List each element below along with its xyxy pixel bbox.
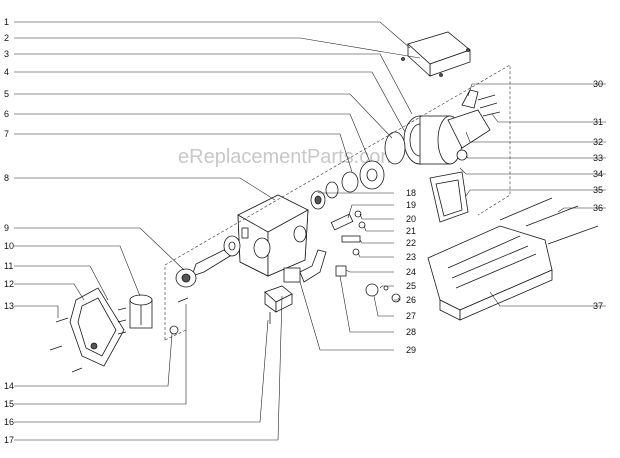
callout-33: 33 xyxy=(593,153,603,163)
callout-17: 17 xyxy=(4,435,14,445)
motor-top-cover xyxy=(401,31,471,77)
callout-22: 22 xyxy=(406,238,416,248)
callout-15: 15 xyxy=(4,399,14,409)
callout-18: 18 xyxy=(406,188,416,198)
through-rods xyxy=(499,197,599,245)
callout-9: 9 xyxy=(4,223,9,233)
valve-block xyxy=(264,285,293,324)
callout-2: 2 xyxy=(4,33,9,43)
callout-25: 25 xyxy=(406,281,416,291)
callout-31: 31 xyxy=(593,117,603,127)
motor-end-bell xyxy=(429,171,469,223)
cap-screws xyxy=(49,297,189,373)
callouts-right: 30 31 32 33 34 35 36 37 xyxy=(593,79,603,311)
callout-23: 23 xyxy=(406,252,416,262)
callout-7: 7 xyxy=(4,129,9,139)
connecting-rod xyxy=(175,235,241,288)
front-end-cap xyxy=(69,287,125,367)
callouts-left: 1 2 3 4 5 6 7 8 9 10 11 12 13 14 15 16 1… xyxy=(4,17,14,445)
assembly-guides xyxy=(164,64,511,341)
watermark-text: eReplacementParts.com xyxy=(178,146,397,168)
callout-5: 5 xyxy=(4,89,9,99)
callout-19: 19 xyxy=(406,200,416,210)
callout-11: 11 xyxy=(4,261,13,271)
callout-12: 12 xyxy=(4,279,14,289)
callout-36: 36 xyxy=(593,203,603,213)
elbow-fitting xyxy=(283,249,327,283)
pump-bracket xyxy=(129,294,153,329)
callouts-middle: 18 19 20 21 22 23 24 25 26 27 28 29 xyxy=(406,188,416,355)
small-hardware xyxy=(330,210,401,303)
motor-assembly xyxy=(403,89,501,165)
callout-24: 24 xyxy=(406,267,416,277)
gear-housing xyxy=(237,194,309,277)
callout-34: 34 xyxy=(593,169,603,179)
seal-rings xyxy=(310,131,406,210)
callout-6: 6 xyxy=(4,109,9,119)
callout-13: 13 xyxy=(4,301,14,311)
callout-37: 37 xyxy=(593,301,603,311)
callout-26: 26 xyxy=(406,295,416,305)
callout-10: 10 xyxy=(4,241,14,251)
callout-1: 1 xyxy=(4,17,9,27)
callout-35: 35 xyxy=(593,185,603,195)
callout-3: 3 xyxy=(4,49,9,59)
callout-29: 29 xyxy=(406,345,416,355)
callout-27: 27 xyxy=(406,311,416,321)
callout-14: 14 xyxy=(4,381,14,391)
callout-4: 4 xyxy=(4,67,9,77)
callout-8: 8 xyxy=(4,173,9,183)
callout-20: 20 xyxy=(406,214,416,224)
leader-lines xyxy=(14,21,606,441)
callout-28: 28 xyxy=(406,327,416,337)
callout-16: 16 xyxy=(4,417,14,427)
callout-21: 21 xyxy=(406,226,416,236)
callout-30: 30 xyxy=(593,79,603,89)
parts-artwork xyxy=(49,31,599,373)
callout-32: 32 xyxy=(593,137,603,147)
motor-shroud xyxy=(427,225,553,321)
